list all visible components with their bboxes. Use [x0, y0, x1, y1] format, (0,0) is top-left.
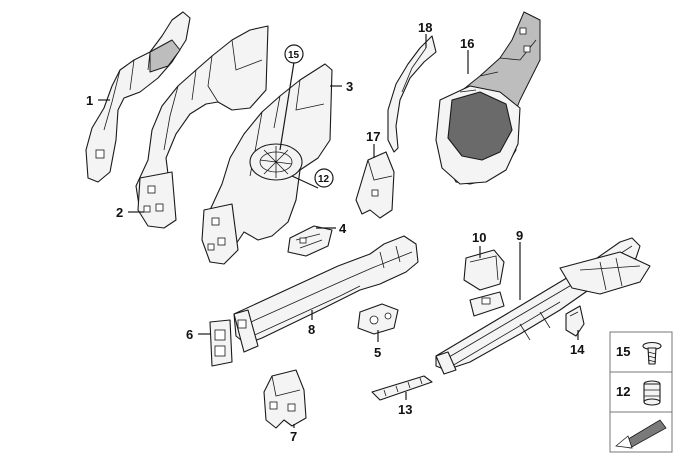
circled-callout-15: 15 [284, 44, 304, 64]
leader-lines [98, 34, 579, 428]
callout-8: 8 [308, 322, 315, 337]
screw-icon [642, 341, 662, 365]
circled-callout-12: 12 [314, 168, 334, 188]
legend-item-15-label: 15 [616, 344, 630, 359]
callout-labels: 1 2 3 4 5 6 7 8 9 10 13 14 16 17 18 [86, 20, 585, 444]
part-1-wheel-arch-panel [85, 11, 191, 183]
part-16-rear-wheelhouse [435, 11, 541, 185]
part-13-rail [371, 375, 433, 401]
part-3-wheelhouse-strut-mount [201, 63, 333, 265]
callout-3: 3 [346, 79, 353, 94]
part-14-clip [565, 305, 585, 337]
part-5-mount [357, 303, 399, 335]
part-18-arch-strip [387, 35, 437, 153]
callout-1: 1 [86, 93, 93, 108]
legend-panel: 15 12 [609, 331, 673, 453]
part-2-inner-wheelhouse [135, 25, 269, 229]
callout-12: 12 [318, 174, 330, 185]
part-4-bracket [287, 225, 333, 257]
callout-10: 10 [472, 230, 486, 245]
part-7-bracket [263, 369, 307, 429]
part-8-longitudinal-member [233, 235, 419, 353]
part-10-bracket [463, 249, 505, 291]
spacer-nut-icon [643, 380, 661, 406]
legend-item-12-label: 12 [616, 384, 630, 399]
part-6-end-plate [209, 319, 233, 367]
part-9-frame-rail [435, 237, 651, 375]
part-17-bracket [355, 151, 395, 219]
callout-14: 14 [570, 342, 585, 357]
callout-9: 9 [516, 228, 523, 243]
callout-7: 7 [290, 429, 297, 444]
callout-6: 6 [186, 327, 193, 342]
callout-4: 4 [339, 221, 347, 236]
callout-2: 2 [116, 205, 123, 220]
callout-15: 15 [288, 50, 300, 61]
callout-16: 16 [460, 36, 474, 51]
callout-18: 18 [418, 20, 432, 35]
callout-17: 17 [366, 129, 380, 144]
callout-13: 13 [398, 402, 412, 417]
callout-5: 5 [374, 345, 381, 360]
direction-arrow-icon [615, 419, 667, 449]
legend-item-15-box [609, 331, 673, 373]
